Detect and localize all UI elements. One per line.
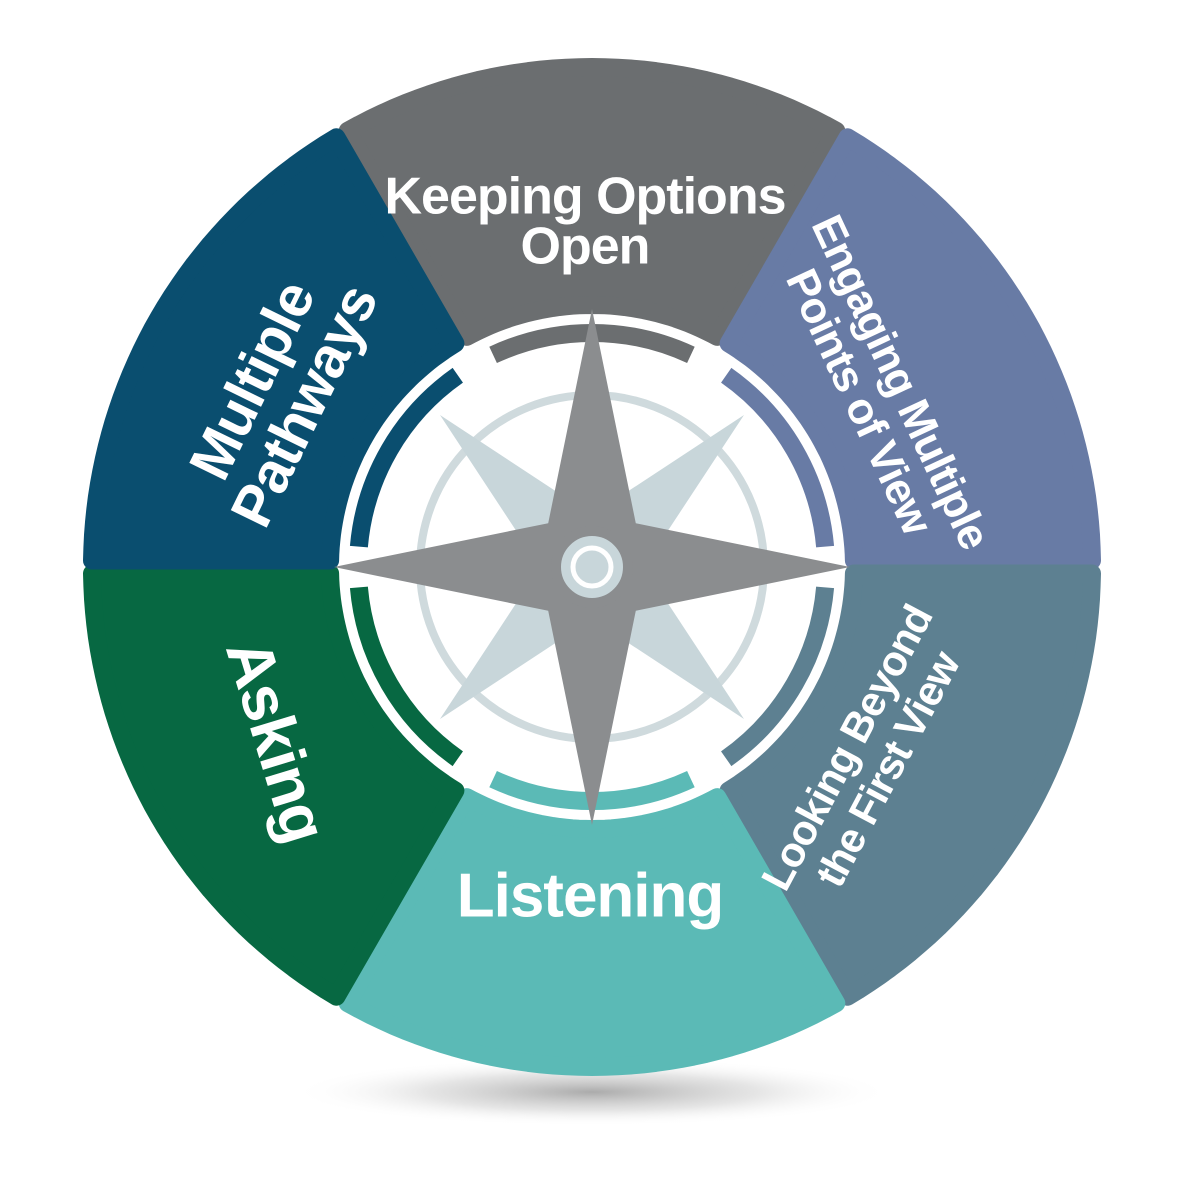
segment-engaging-multiple-points-of-view — [719, 128, 1101, 570]
inner-arc-looking-beyond-the-first-view — [721, 586, 835, 767]
inner-arc-asking — [349, 586, 463, 767]
segment-listening — [338, 788, 846, 1076]
label-keeping-options-open-line-2: Open — [521, 218, 650, 276]
segment-ring — [83, 58, 1101, 1076]
segment-keeping-options-open — [338, 58, 846, 346]
label-listening: Listening — [457, 861, 725, 930]
label-keeping-options-open-line-1: Keeping Options — [385, 168, 786, 226]
segment-multiple-pathways — [83, 128, 465, 570]
drop-shadow — [292, 1058, 892, 1126]
segment-asking — [83, 564, 465, 1006]
shadow-ellipse — [292, 1058, 892, 1126]
inner-arc-engaging-multiple-points-of-view — [721, 367, 835, 548]
compass-rose-icon — [334, 309, 850, 825]
label-listening-line-1: Listening — [457, 861, 724, 930]
segment-looking-beyond-the-first-view — [719, 564, 1101, 1006]
compass-hub-center — [570, 545, 614, 589]
inner-arc-multiple-pathways — [349, 367, 463, 548]
